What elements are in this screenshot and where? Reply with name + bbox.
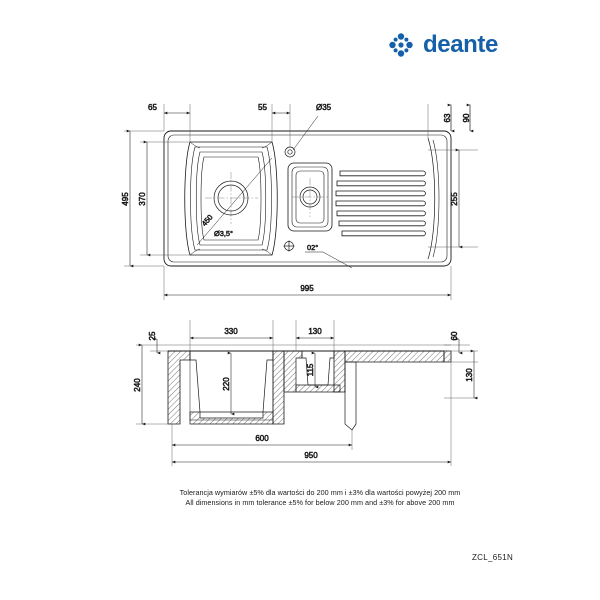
main-bowl-inner [195, 151, 267, 246]
dim-height-right: 255 [450, 192, 459, 206]
model-code: ZCL_651N [472, 553, 514, 562]
dim-top-flange: 25 [148, 331, 157, 340]
dim-right-top: 60 [450, 331, 459, 340]
dim-small-bowl-width: 130 [308, 327, 322, 336]
main-bowl-base [200, 156, 262, 241]
section-bowl-right-wall [272, 350, 285, 425]
tap-hole-inner [287, 149, 293, 155]
overflow-marker [283, 240, 295, 252]
dim-drain-dia: Ø3,5° [214, 229, 233, 238]
section-view-dimensions: 330 130 25 240 220 [133, 320, 478, 466]
dim-cutout-inner: 600 [255, 434, 269, 443]
tap-hole [284, 146, 296, 158]
dim-bowl-width: 330 [224, 327, 238, 336]
section-left-wall [167, 350, 191, 425]
dim-angle-note: 02° [307, 243, 318, 252]
dim-right-offset-outer: 90 [462, 113, 471, 122]
overall-width-dimension: 995 [163, 266, 452, 300]
top-view-dimensions: 65 55 Ø35 63 90 [121, 103, 478, 269]
dim-bowl-depth: 220 [222, 377, 231, 391]
dim-right-offset-inner: 63 [443, 113, 452, 122]
dim-height-total: 495 [121, 192, 130, 206]
dim-cutout-outer: 950 [304, 451, 318, 460]
small-bowl-outer [287, 162, 333, 232]
brand-name: deante [423, 31, 498, 58]
top-view-group [163, 130, 452, 267]
dim-total-depth: 240 [133, 378, 142, 392]
dim-left-offset: 65 [148, 103, 157, 112]
deante-pinwheel-icon [389, 33, 413, 57]
dim-right-depth: 130 [465, 368, 474, 382]
tolerance-notes: Tolerancja wymiarów ±5% dla wartości do … [150, 488, 490, 508]
brand-logo: deante [386, 28, 506, 62]
tolerance-note-pl: Tolerancja wymiarów ±5% dla wartości do … [179, 488, 461, 497]
drainboard-ridges [335, 170, 426, 237]
sink-inner-rim [167, 134, 448, 263]
main-bowl-mid [190, 146, 272, 251]
dim-small-bowl-depth: 115 [306, 363, 315, 376]
section-bowl-bottom [189, 411, 274, 425]
dim-overall-width: 995 [300, 284, 314, 293]
dim-tap-hole-offset: 55 [258, 103, 267, 112]
sink-outer-outline [163, 130, 452, 267]
section-drainboard [344, 350, 445, 363]
dim-height-bowl: 370 [138, 192, 147, 206]
tolerance-note-en: All dimensions in mm tolerance ±5% for b… [185, 498, 455, 507]
dim-tap-hole-dia: Ø35 [316, 103, 332, 112]
section-view-group [167, 344, 452, 431]
